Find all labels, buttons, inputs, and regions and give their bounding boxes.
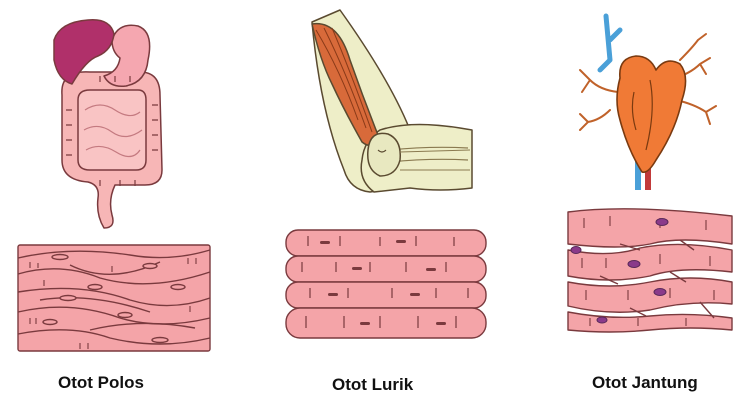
cardiac-muscle-illustration [510, 0, 739, 395]
smooth-muscle-tissue [18, 245, 210, 351]
smooth-muscle-illustration [0, 0, 240, 395]
panel-otot-polos: Otot Polos [0, 0, 240, 395]
caption-otot-polos: Otot Polos [58, 373, 144, 393]
panel-otot-jantung: Otot Jantung [510, 0, 739, 395]
heart-icon [580, 16, 716, 190]
caption-otot-jantung: Otot Jantung [592, 373, 698, 393]
panel-otot-lurik: Otot Lurik [240, 0, 510, 395]
caption-otot-lurik: Otot Lurik [332, 375, 413, 395]
cardiac-muscle-tissue [568, 209, 732, 332]
skeletal-muscle-illustration [240, 0, 510, 395]
arm-icon [312, 10, 472, 192]
digestive-organ-icon [54, 20, 162, 228]
skeletal-muscle-tissue [286, 230, 486, 338]
